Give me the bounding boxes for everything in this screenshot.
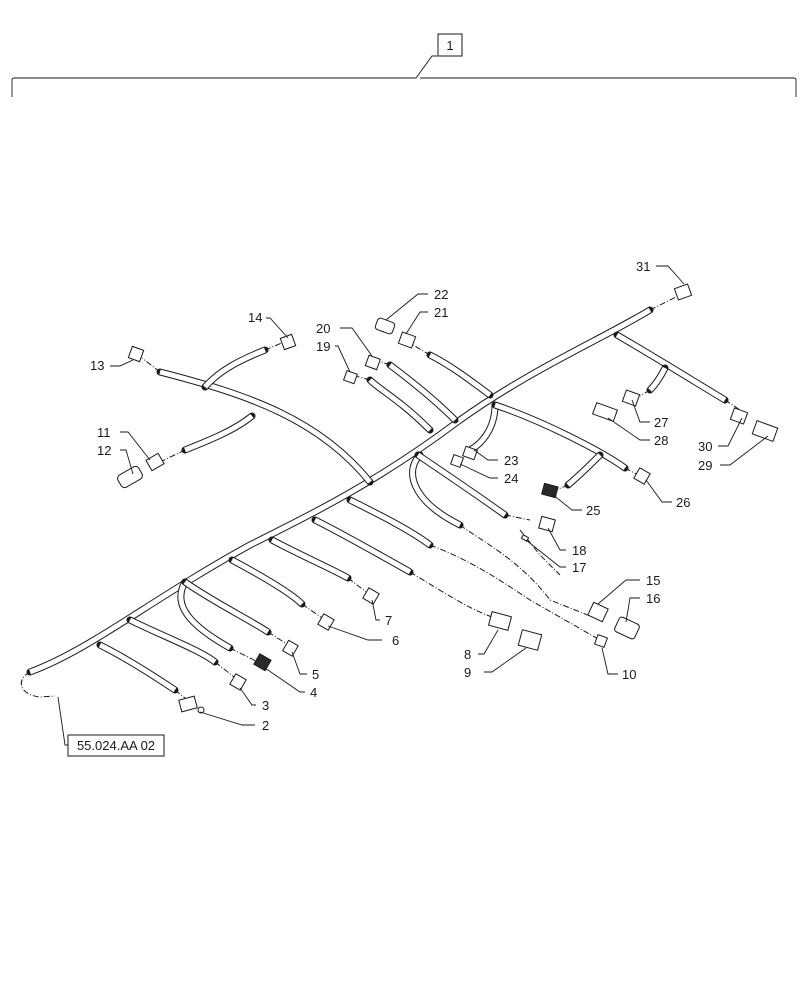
callout-6: 6: [392, 633, 399, 648]
callout-13: 13: [90, 358, 104, 373]
assembly-item-box: [437, 33, 463, 57]
callout-31: 31: [636, 259, 650, 274]
connector-9: [517, 629, 543, 651]
callout-7: 7: [385, 613, 392, 628]
connector-4: [253, 653, 272, 672]
callout-26: 26: [676, 495, 690, 510]
reference-box: 55.024.AA 02: [67, 734, 165, 757]
connector-29: [751, 420, 779, 442]
branch-center: [351, 341, 601, 621]
connector-16: [614, 616, 640, 640]
callout-labels: 2 3 4 5 6 7 8 9 10 11 12 13 14 15 16 17 …: [90, 259, 712, 733]
callout-20: 20: [316, 321, 330, 336]
connector-18: [538, 515, 556, 533]
connector-28: [591, 401, 619, 423]
connector-22: [374, 317, 396, 335]
callout-3: 3: [262, 698, 269, 713]
connector-23: [462, 445, 478, 461]
connector-12: [117, 465, 143, 489]
callout-2: 2: [262, 718, 269, 733]
callout-10: 10: [622, 667, 636, 682]
reference-frame: [67, 734, 165, 757]
connector-10: [593, 633, 609, 649]
connector-24: [449, 453, 465, 469]
callout-18: 18: [572, 543, 586, 558]
connector-25: [541, 482, 559, 499]
callout-8: 8: [464, 647, 471, 662]
callout-16: 16: [646, 591, 660, 606]
connector-27: [621, 389, 641, 407]
connector-31: [673, 283, 693, 301]
assembly-item-label: 1: [446, 38, 453, 53]
branch-lower: [96, 496, 601, 703]
connector-2: [178, 695, 205, 714]
callout-24: 24: [504, 471, 518, 486]
callout-5: 5: [312, 667, 319, 682]
callout-14: 14: [248, 310, 262, 325]
leader-lines: [57, 265, 769, 746]
callout-15: 15: [646, 573, 660, 588]
connectors: [117, 283, 779, 714]
callout-19: 19: [316, 339, 330, 354]
assembly-bracket: 1: [11, 33, 797, 97]
connector-13: [127, 345, 145, 363]
callout-28: 28: [654, 433, 668, 448]
callout-9: 9: [464, 665, 471, 680]
branch-right: [491, 294, 741, 491]
callout-29: 29: [698, 458, 712, 473]
connector-19: [342, 369, 358, 385]
connector-7: [362, 587, 380, 605]
callout-25: 25: [586, 503, 600, 518]
connector-15: [587, 601, 609, 623]
connector-20: [364, 354, 381, 371]
reference-text[interactable]: 55.024.AA 02: [77, 738, 155, 753]
connector-11: [145, 452, 165, 472]
connector-30: [729, 407, 749, 425]
callout-17: 17: [572, 560, 586, 575]
callout-27: 27: [654, 415, 668, 430]
callout-23: 23: [504, 453, 518, 468]
connector-21: [397, 331, 417, 349]
callout-21: 21: [434, 305, 448, 320]
connector-5: [281, 639, 299, 657]
callout-11: 11: [97, 425, 111, 440]
connector-17: [520, 534, 530, 542]
connector-8: [487, 611, 513, 631]
callout-30: 30: [698, 439, 712, 454]
connector-3: [229, 673, 247, 691]
callout-22: 22: [434, 287, 448, 302]
connector-14: [279, 333, 297, 351]
callout-12: 12: [97, 443, 111, 458]
branch-upper-left: [141, 341, 374, 486]
connector-6: [317, 613, 335, 631]
callout-4: 4: [310, 685, 317, 700]
harness-trunk: [20, 306, 654, 698]
